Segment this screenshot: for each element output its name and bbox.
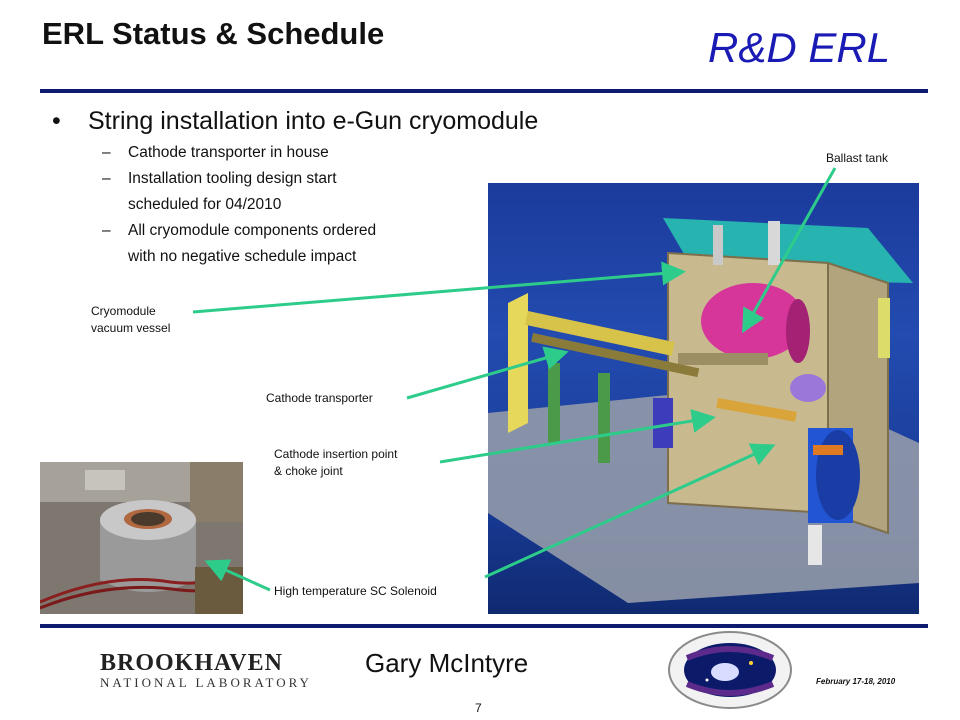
- main-bullet-text: String installation into e-Gun cryomodul…: [88, 107, 539, 135]
- insertion-point-label-line2: & choke joint: [274, 464, 343, 478]
- sub-item-text: All cryomodule components ordered: [128, 222, 377, 239]
- dash-marker: –: [102, 144, 111, 161]
- insertion-point-label-line1: Cathode insertion point: [274, 447, 398, 461]
- bnl-logo-line2: NATIONAL LABORATORY: [100, 675, 312, 690]
- page-number: 7: [475, 701, 482, 715]
- sub-item: –All cryomodule components ordered: [102, 222, 376, 240]
- footer-rule: [40, 624, 928, 628]
- onp-logo: [667, 630, 793, 710]
- bnl-logo: BROOKHAVEN NATIONAL LABORATORY: [100, 650, 312, 691]
- bnl-logo-line1: BROOKHAVEN: [100, 650, 283, 676]
- brand-label: R&D ERL: [708, 24, 891, 71]
- bullet-marker: •: [52, 107, 61, 135]
- vacuum-vessel-label-line1: Cryomodule: [91, 304, 156, 318]
- date-label: February 17-18, 2010: [816, 677, 896, 686]
- cathode-transporter-label: Cathode transporter: [266, 391, 373, 405]
- vacuum-vessel-label-line2: vacuum vessel: [91, 321, 171, 335]
- sub-item: –Cathode transporter in house: [102, 144, 329, 162]
- header-rule: [40, 89, 928, 93]
- onp-seal: [668, 631, 792, 709]
- dash-marker: –: [102, 222, 111, 239]
- presenter-name: Gary McIntyre: [365, 648, 529, 678]
- cryomodule-render: [488, 183, 919, 614]
- vacuum-vessel-label: Cryomodule vacuum vessel: [91, 303, 170, 337]
- dash-marker: –: [102, 170, 111, 187]
- insertion-point-label: Cathode insertion point & choke joint: [274, 446, 397, 480]
- solenoid-label: High temperature SC Solenoid: [274, 584, 437, 598]
- slide-title: ERL Status & Schedule: [42, 16, 385, 51]
- sub-item-continuation: scheduled for 04/2010: [128, 196, 282, 213]
- ballast-tank-label: Ballast tank: [826, 151, 889, 165]
- sub-item: –Installation tooling design start: [102, 170, 337, 188]
- main-bullet: • String installation into e-Gun cryomodu…: [52, 107, 538, 136]
- sub-item-text: Installation tooling design start: [128, 170, 337, 187]
- cryomodule-drawing: [488, 218, 919, 603]
- solenoid-drawing: [40, 462, 243, 614]
- sub-item-text: Cathode transporter in house: [128, 144, 329, 161]
- sub-item-continuation: with no negative schedule impact: [128, 248, 357, 265]
- solenoid-photo: [40, 462, 243, 614]
